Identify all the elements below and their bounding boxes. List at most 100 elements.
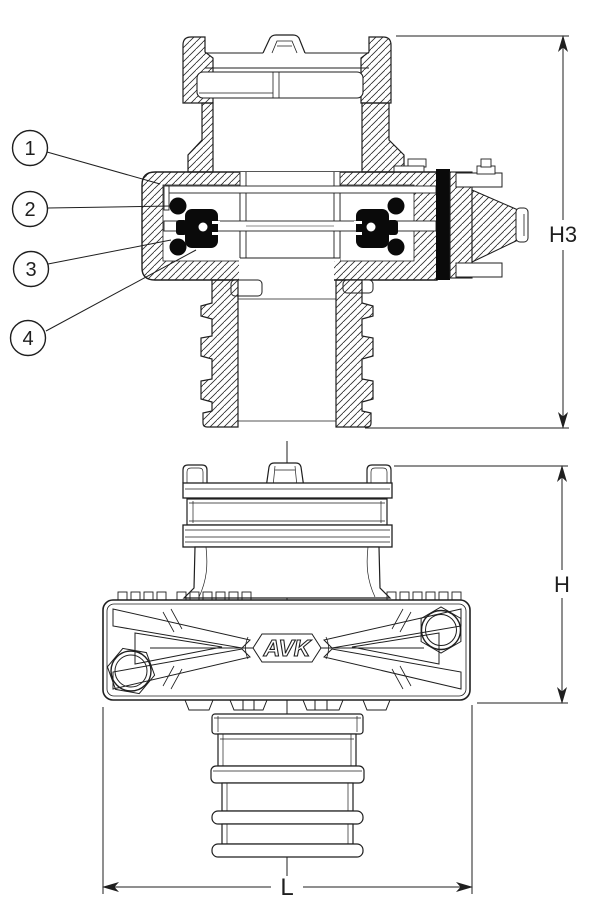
o-ring-right-bottom [387, 238, 405, 256]
serration [143, 591, 154, 601]
flange-section [141, 171, 438, 281]
serration [130, 591, 141, 601]
rib-cross-bands [162, 608, 412, 690]
body-inner-outline [106, 603, 467, 697]
o-ring-left-top [169, 197, 187, 215]
tail-cylinder-2 [221, 782, 354, 812]
cap-top-lug-detail [271, 40, 298, 54]
shank-bore-lines [238, 298, 336, 422]
bracket-tip [515, 207, 529, 243]
boss-left-inner [114, 654, 148, 688]
seal-slit [212, 221, 220, 224]
callout-3-bubble [12, 250, 50, 288]
boss-right-inner [425, 614, 457, 646]
l-arrow-left [102, 882, 119, 892]
tail-collar [211, 713, 364, 735]
shank-right-wall [335, 279, 374, 428]
serration [156, 591, 167, 601]
l-label: L [280, 874, 293, 900]
neck [182, 546, 392, 599]
washer-plate [163, 185, 437, 194]
body-right-wall [361, 102, 405, 173]
callout-1-bubble [11, 129, 49, 167]
serration [399, 591, 410, 601]
callouts: 1 2 3 4 [9, 129, 197, 357]
body-neck-section [187, 102, 427, 173]
outlet-assembly [436, 158, 529, 280]
serration [438, 591, 449, 601]
tooth [184, 699, 214, 711]
seal-pin-hole-left [198, 222, 208, 232]
dimension-h: H [394, 465, 570, 704]
cap-top-plate [205, 52, 369, 69]
flange-top-step [393, 165, 425, 173]
tooth [302, 699, 344, 711]
cap-lug-right [366, 464, 392, 483]
boss-left-hex [106, 647, 156, 695]
cap-section [182, 34, 392, 104]
bottom-teeth [184, 699, 391, 711]
avk-logo: AVK [245, 633, 329, 663]
tail-cylinder-3-detail [226, 824, 349, 844]
serration [451, 591, 462, 601]
tail-cylinder-3 [221, 823, 354, 845]
serration [412, 591, 423, 601]
dimension-h3: H3 [365, 35, 577, 429]
boss-left [106, 647, 156, 695]
serration [117, 591, 128, 601]
h3-arrow-down [558, 412, 568, 429]
clamp-body: AVK [102, 599, 471, 701]
seal-slit [354, 221, 362, 224]
tail-cylinder-2-detail [226, 783, 349, 811]
boss-right [420, 606, 462, 654]
serration [425, 591, 436, 601]
boss-left-outer [110, 650, 152, 692]
h3-arrow-up [558, 35, 568, 52]
cap-inner-ring [196, 71, 364, 99]
o-ring-right-top [387, 197, 405, 215]
seal-slit [354, 232, 362, 235]
hose-shank-section [200, 279, 374, 428]
callout-2-bubble [11, 190, 49, 228]
lower-band [182, 524, 393, 548]
tail-flange-ring [210, 765, 365, 784]
main-seal-right-lobe [387, 220, 398, 235]
o-ring-left-bottom [169, 238, 187, 256]
cap-lug-right-detail [370, 467, 388, 483]
bracket-top-tab [455, 172, 503, 188]
tail-collar-detail [214, 716, 361, 732]
leader-line-4 [45, 249, 197, 332]
cutout-left [134, 632, 223, 665]
h-label: H [554, 572, 570, 597]
front-view: AVK [102, 441, 570, 900]
logo-text: AVK [263, 635, 312, 661]
h3-label: H3 [549, 222, 577, 247]
bracket-wedge [471, 189, 519, 263]
callout-4-bubble [9, 319, 47, 357]
cap-lug-left [182, 464, 208, 483]
callout-2-label: 2 [24, 199, 35, 221]
boss-right-outer [420, 609, 462, 651]
callout-3-label: 3 [25, 259, 36, 281]
shank-left-wall [200, 279, 239, 428]
leader-line-1 [46, 151, 161, 185]
body-left-wall [187, 102, 214, 173]
cap-inner-ring-detail [199, 72, 280, 98]
callout-4-label: 4 [22, 328, 33, 350]
cap-band [182, 482, 393, 499]
rib-lower-left [112, 648, 251, 690]
main-seal-left-lobe [176, 220, 187, 235]
bracket-plate [449, 171, 473, 279]
tooth [362, 699, 391, 711]
hose-tail-front [210, 713, 365, 858]
callout-1-label: 1 [24, 138, 35, 160]
inner-tube-walls [239, 172, 341, 259]
leader-line-2 [47, 205, 171, 209]
cap-right-wall [360, 36, 392, 104]
tail-barb-1 [211, 810, 364, 825]
h-arrow-up [557, 465, 567, 482]
seals [169, 197, 405, 256]
bracket-bolt-head [480, 158, 492, 168]
